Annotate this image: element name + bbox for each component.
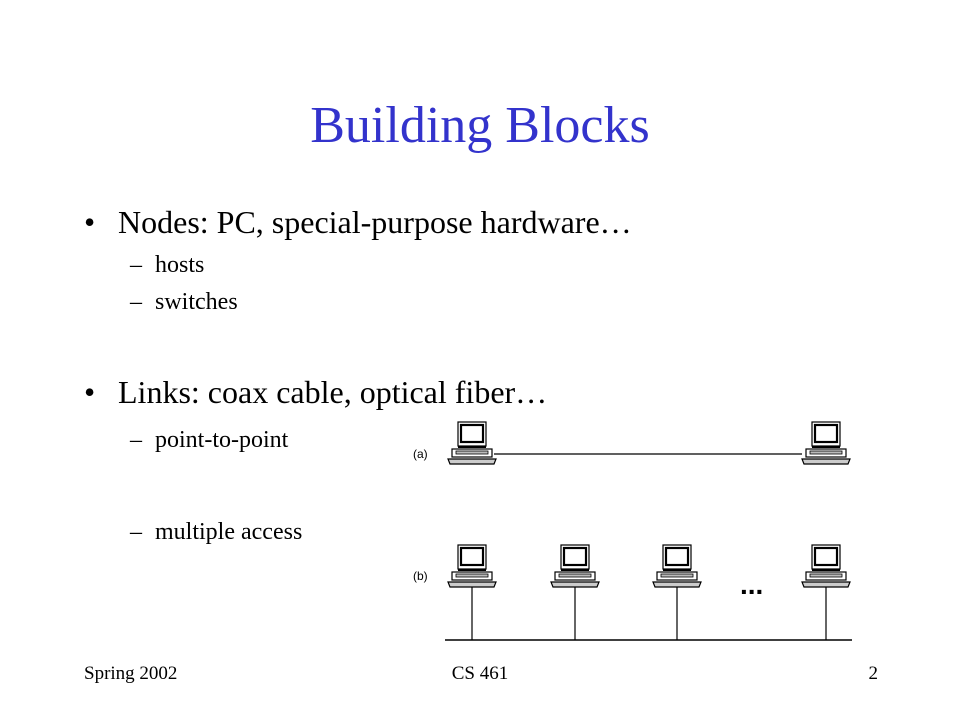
- dash-glyph: –: [130, 519, 142, 545]
- computer-icon: [446, 543, 498, 589]
- computer-icon: [800, 420, 852, 466]
- computer-icon: [549, 543, 601, 589]
- bullet-glyph: •: [84, 204, 96, 240]
- footer-page-number: 2: [868, 663, 879, 684]
- bullet-nodes-text: Nodes: PC, special-purpose hardware…: [118, 204, 632, 240]
- sub-item-hosts-text: hosts: [155, 252, 205, 278]
- diagram-label-a: (a): [413, 447, 428, 461]
- computer-icon: [446, 420, 498, 466]
- sub-item-switches-text: switches: [155, 289, 238, 315]
- sub-item-point-to-point-text: point-to-point: [155, 427, 289, 453]
- dash-glyph: –: [130, 427, 142, 453]
- bullet-glyph: •: [84, 374, 96, 410]
- sub-item-multiple-access-text: multiple access: [155, 519, 303, 545]
- computer-icon: [800, 543, 852, 589]
- computer-icon: [651, 543, 703, 589]
- footer-date: Spring 2002: [84, 663, 178, 684]
- slide-title: Building Blocks: [310, 97, 650, 154]
- dash-glyph: –: [130, 252, 142, 278]
- diagram-ellipsis: ...: [740, 569, 763, 600]
- bullet-links-text: Links: coax cable, optical fiber…: [118, 374, 548, 410]
- footer-course: CS 461: [451, 663, 509, 684]
- dash-glyph: –: [130, 289, 142, 315]
- diagram-label-b: (b): [413, 569, 428, 583]
